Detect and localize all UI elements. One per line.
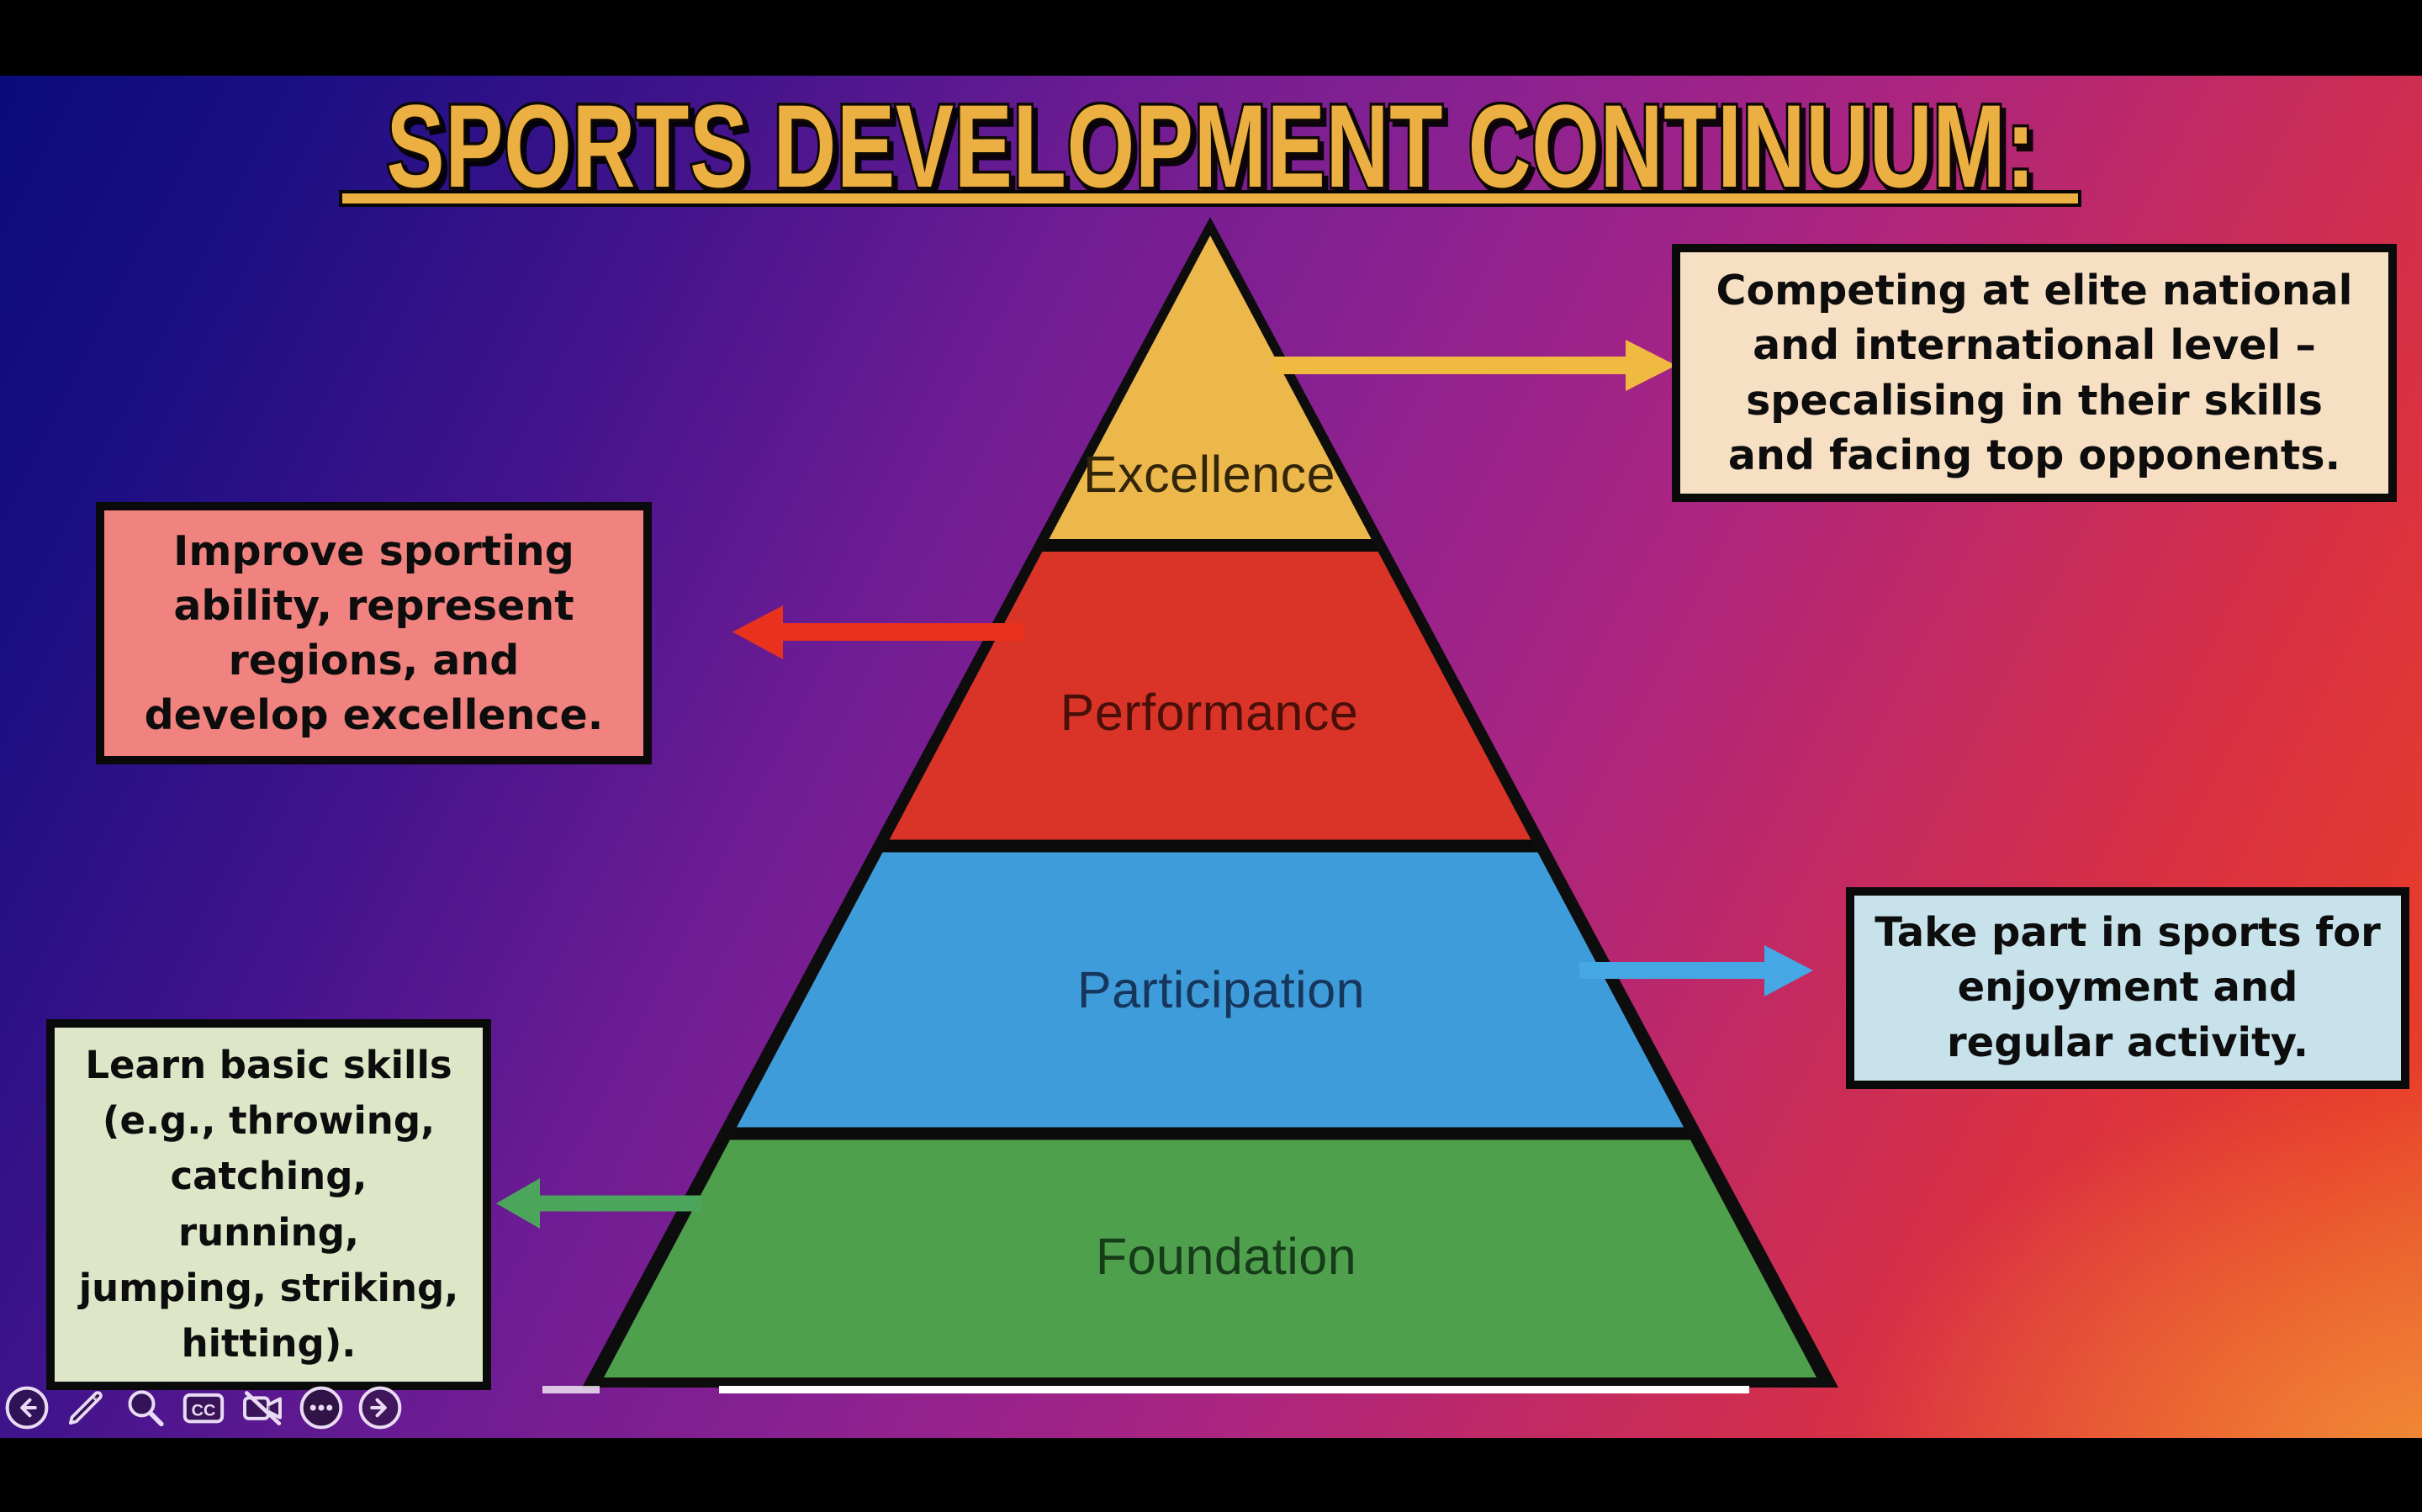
svg-text:CC: CC	[192, 1401, 216, 1419]
slide-background: SPORTS DEVELOPMENT CONTINUUM: Excellence…	[0, 76, 2422, 1438]
closed-captions-button[interactable]: CC	[180, 1384, 227, 1431]
callout-line: Competing at elite national	[1716, 267, 2353, 315]
pen-button[interactable]	[62, 1384, 109, 1431]
callout-line: and facing top opponents.	[1727, 431, 2341, 479]
presenter-toolbar: CC	[3, 1384, 404, 1431]
callout-line: hitting).	[181, 1320, 357, 1366]
callout-line: enjoyment and	[1957, 964, 2298, 1012]
callout-line: Improve sporting	[173, 526, 574, 575]
pyramid-label-performance: Performance	[1060, 684, 1359, 741]
top-letterbox-bar	[0, 0, 2422, 76]
callout-line: Learn basic skills	[85, 1043, 452, 1088]
callout-line: jumping, striking,	[78, 1265, 459, 1310]
more-options-button[interactable]	[298, 1384, 345, 1431]
arrow-left-circle-icon	[5, 1386, 49, 1430]
callout-line: develop excellence.	[144, 691, 604, 740]
title-underline	[339, 190, 2081, 207]
pyramid-label-excellence: Excellence	[1083, 446, 1335, 503]
camera-off-button[interactable]	[239, 1384, 286, 1431]
callout-line: ability, represent	[173, 581, 574, 630]
callout-line: (e.g., throwing,	[102, 1098, 436, 1144]
callout-line: running,	[177, 1209, 360, 1255]
pen-icon	[68, 1391, 103, 1425]
callout-performance: Improve sporting ability, represent regi…	[96, 502, 652, 764]
callout-line: specalising in their skills	[1746, 376, 2323, 425]
performance-arrow-icon	[732, 605, 1025, 659]
search-icon	[128, 1390, 164, 1427]
callout-line: catching,	[170, 1154, 368, 1199]
arrow-right-circle-icon	[358, 1386, 402, 1430]
pyramid-base-white-strip	[719, 1386, 1749, 1393]
zoom-button[interactable]	[121, 1384, 168, 1431]
pyramid-base-white-strip	[542, 1386, 600, 1393]
pyramid-levels	[604, 235, 1816, 1377]
pyramid-label-participation: Participation	[1076, 961, 1366, 1018]
pyramid-label-foundation: Foundation	[1095, 1228, 1357, 1285]
next-button[interactable]	[357, 1384, 404, 1431]
participation-arrow-icon	[1579, 945, 1813, 997]
previous-button[interactable]	[3, 1384, 50, 1431]
callout-participation: Take part in sports for enjoyment and re…	[1846, 887, 2409, 1089]
callout-foundation: Learn basic skills (e.g., throwing, catc…	[46, 1019, 491, 1390]
excellence-arrow-icon	[1272, 340, 1676, 391]
page-title-text: SPORTS DEVELOPMENT CONTINUUM:	[384, 80, 2038, 212]
closed-captions-icon: CC	[182, 1393, 225, 1424]
callout-line: and international level –	[1753, 321, 2316, 370]
camera-off-icon	[243, 1391, 282, 1425]
page-title: SPORTS DEVELOPMENT CONTINUUM:	[0, 80, 2422, 212]
foundation-arrow-icon	[496, 1178, 701, 1229]
bottom-letterbox-bar	[0, 1438, 2422, 1512]
callout-line: Take part in sports for	[1875, 909, 2381, 957]
ellipsis-circle-icon	[299, 1386, 343, 1430]
callout-excellence: Competing at elite national and internat…	[1672, 244, 2397, 502]
callout-line: regions, and	[228, 637, 520, 685]
callout-line: regular activity.	[1946, 1018, 2309, 1066]
